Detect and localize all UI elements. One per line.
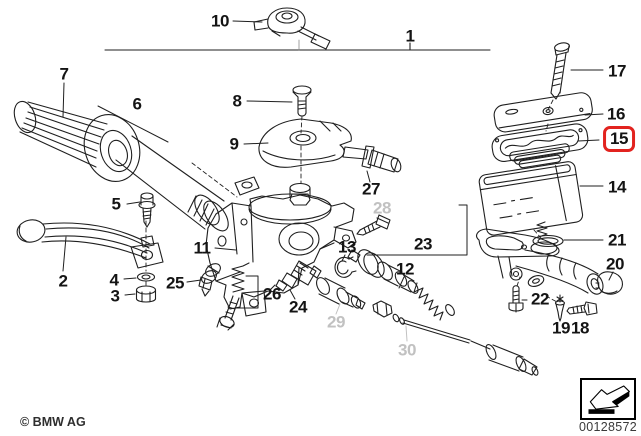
part-5-screw (138, 192, 156, 228)
part-20-rubber-cap (595, 271, 623, 295)
callout-9[interactable]: 9 (229, 134, 239, 154)
assembly-axis-lines (145, 99, 558, 303)
part-3-nut (135, 285, 157, 303)
part-16-reservoir-lid (493, 92, 593, 133)
part-30-cable (372, 300, 539, 376)
master-cylinder-body (476, 228, 604, 295)
part-9-cover-plate (258, 118, 352, 168)
callout-19[interactable]: 19 (552, 318, 570, 338)
part-6-throttle-tube (115, 135, 229, 232)
callout-24[interactable]: 24 (289, 297, 307, 317)
callout-6[interactable]: 6 (132, 94, 142, 114)
callout-2[interactable]: 2 (58, 271, 68, 291)
part-7-grip (13, 100, 141, 182)
callout-18[interactable]: 18 (571, 318, 589, 338)
callout-7[interactable]: 7 (59, 64, 69, 84)
part-1-assembly-line (104, 42, 491, 51)
leader-lines (62, 20, 614, 309)
callout-5[interactable]: 5 (111, 194, 121, 214)
callout-27[interactable]: 27 (362, 179, 380, 199)
callout-3[interactable]: 3 (110, 286, 120, 306)
copyright-notice: © BMW AG (20, 415, 86, 429)
part-8-screw (292, 85, 312, 117)
muted-leader-lines (335, 303, 408, 342)
part-28-screw (356, 214, 391, 236)
callout-13[interactable]: 13 (338, 237, 356, 257)
callout-30[interactable]: 30 (398, 340, 416, 360)
diagram-stamp-box (580, 378, 636, 420)
part-18-bolt (566, 301, 598, 316)
callout-12[interactable]: 12 (396, 259, 414, 279)
callout-15-highlighted[interactable]: 15 (603, 126, 635, 152)
callout-21[interactable]: 21 (608, 230, 626, 250)
part-17-screw (550, 42, 570, 100)
part-4-washer (136, 272, 156, 282)
part-25-adjuster-screw (198, 263, 221, 297)
callout-23[interactable]: 23 (414, 234, 432, 254)
part-15-diaphragm (491, 123, 589, 169)
fold-arrow-icon (588, 385, 630, 414)
part-29-sleeve (316, 277, 366, 310)
callout-29[interactable]: 29 (327, 312, 345, 332)
part-11-handle-housing (205, 176, 357, 317)
callout-4[interactable]: 4 (109, 270, 119, 290)
part-14-fluid-reservoir (478, 161, 584, 236)
part-19-bleeder-valve (554, 294, 566, 322)
image-number: 00128572 (578, 420, 637, 434)
callout-25[interactable]: 25 (166, 273, 184, 293)
part-27-cable-guide (342, 145, 402, 173)
callout-22[interactable]: 22 (531, 289, 549, 309)
part-22-screw (508, 285, 524, 313)
callout-10[interactable]: 10 (211, 11, 229, 31)
callout-1[interactable]: 1 (405, 26, 415, 46)
callout-16[interactable]: 16 (607, 104, 625, 124)
callout-20[interactable]: 20 (606, 254, 624, 274)
callout-28[interactable]: 28 (373, 198, 391, 218)
callout-8[interactable]: 8 (232, 91, 242, 111)
part-12-piston-assembly (347, 249, 455, 321)
callout-11[interactable]: 11 (193, 238, 211, 258)
callout-26[interactable]: 26 (263, 284, 281, 304)
callout-14[interactable]: 14 (608, 177, 626, 197)
part-10-cable-holder (253, 7, 331, 51)
part-2-hand-lever (16, 219, 164, 269)
callout-17[interactable]: 17 (608, 61, 626, 81)
part-26-spring-and-screw (216, 262, 250, 331)
part-21-seal-ring (532, 221, 564, 248)
